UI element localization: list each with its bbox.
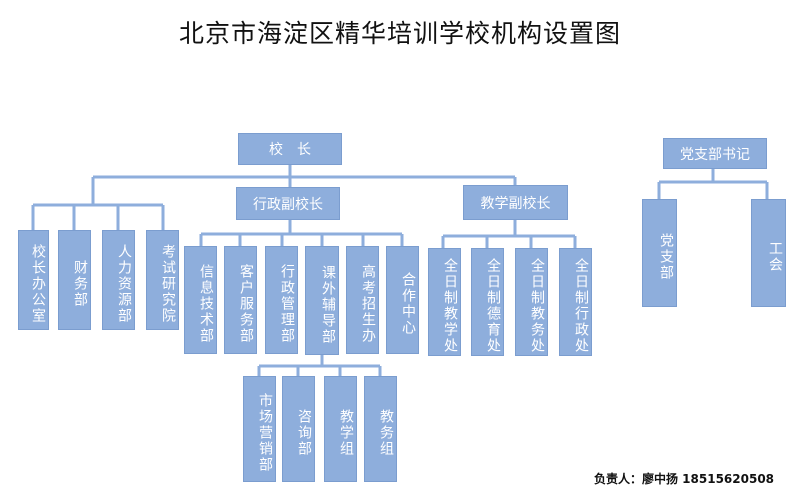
dept-cooperation: 合作中心 [386,246,419,354]
vice-principal-teaching-box: 教学副校长 [463,185,568,220]
dept-party-branch: 党支部 [642,199,677,307]
dept-teaching-group: 教学组 [324,376,357,482]
dept-union: 工会 [751,199,786,307]
dept-fulltime-academic-affairs: 全日制教务处 [515,248,548,356]
dept-admin-management: 行政管理部 [265,246,298,354]
dept-fulltime-moral-education: 全日制德育处 [471,248,504,356]
dept-tutoring: 课外辅导部 [305,246,339,355]
dept-hr: 人力资源部 [102,230,135,330]
dept-principal-office: 校长办公室 [18,230,49,330]
dept-fulltime-administration: 全日制行政处 [559,248,592,356]
dept-exam-research: 考试研究院 [146,230,179,330]
dept-consulting: 咨询部 [282,376,315,482]
vice-principal-admin-box: 行政副校长 [236,187,340,220]
page-title: 北京市海淀区精华培训学校机构设置图 [178,19,621,48]
dept-customer-service: 客户服务部 [224,246,257,354]
contact-footer: 负责人：廖中扬 18515620508 [594,472,775,486]
dept-marketing: 市场营销部 [243,376,276,482]
dept-finance: 财务部 [58,230,91,330]
dept-fulltime-teaching: 全日制教学处 [428,248,461,356]
dept-admissions: 高考招生办 [346,246,379,354]
principal-box: 校 长 [238,133,342,165]
party-secretary-box: 党支部书记 [663,138,767,169]
dept-academic-affairs-group: 教务组 [364,376,397,482]
dept-it: 信息技术部 [184,246,217,354]
